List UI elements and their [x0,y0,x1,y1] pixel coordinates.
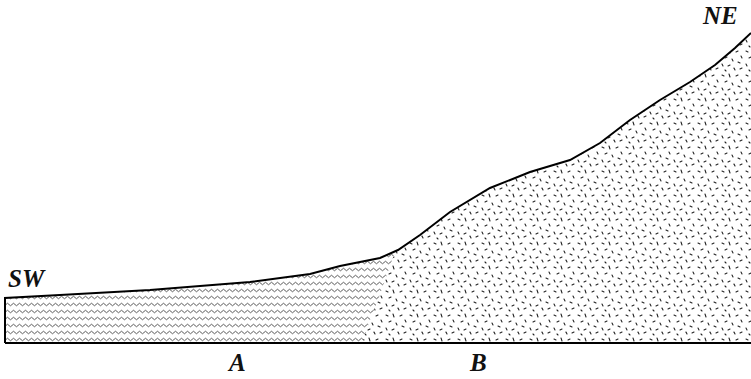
section-base [5,342,751,344]
schist-region [5,252,395,343]
direction-label: NE [703,3,738,28]
region-label: A [229,350,246,375]
section-outline [5,33,751,343]
region-label: B [470,350,487,375]
direction-label: SW [8,266,44,291]
